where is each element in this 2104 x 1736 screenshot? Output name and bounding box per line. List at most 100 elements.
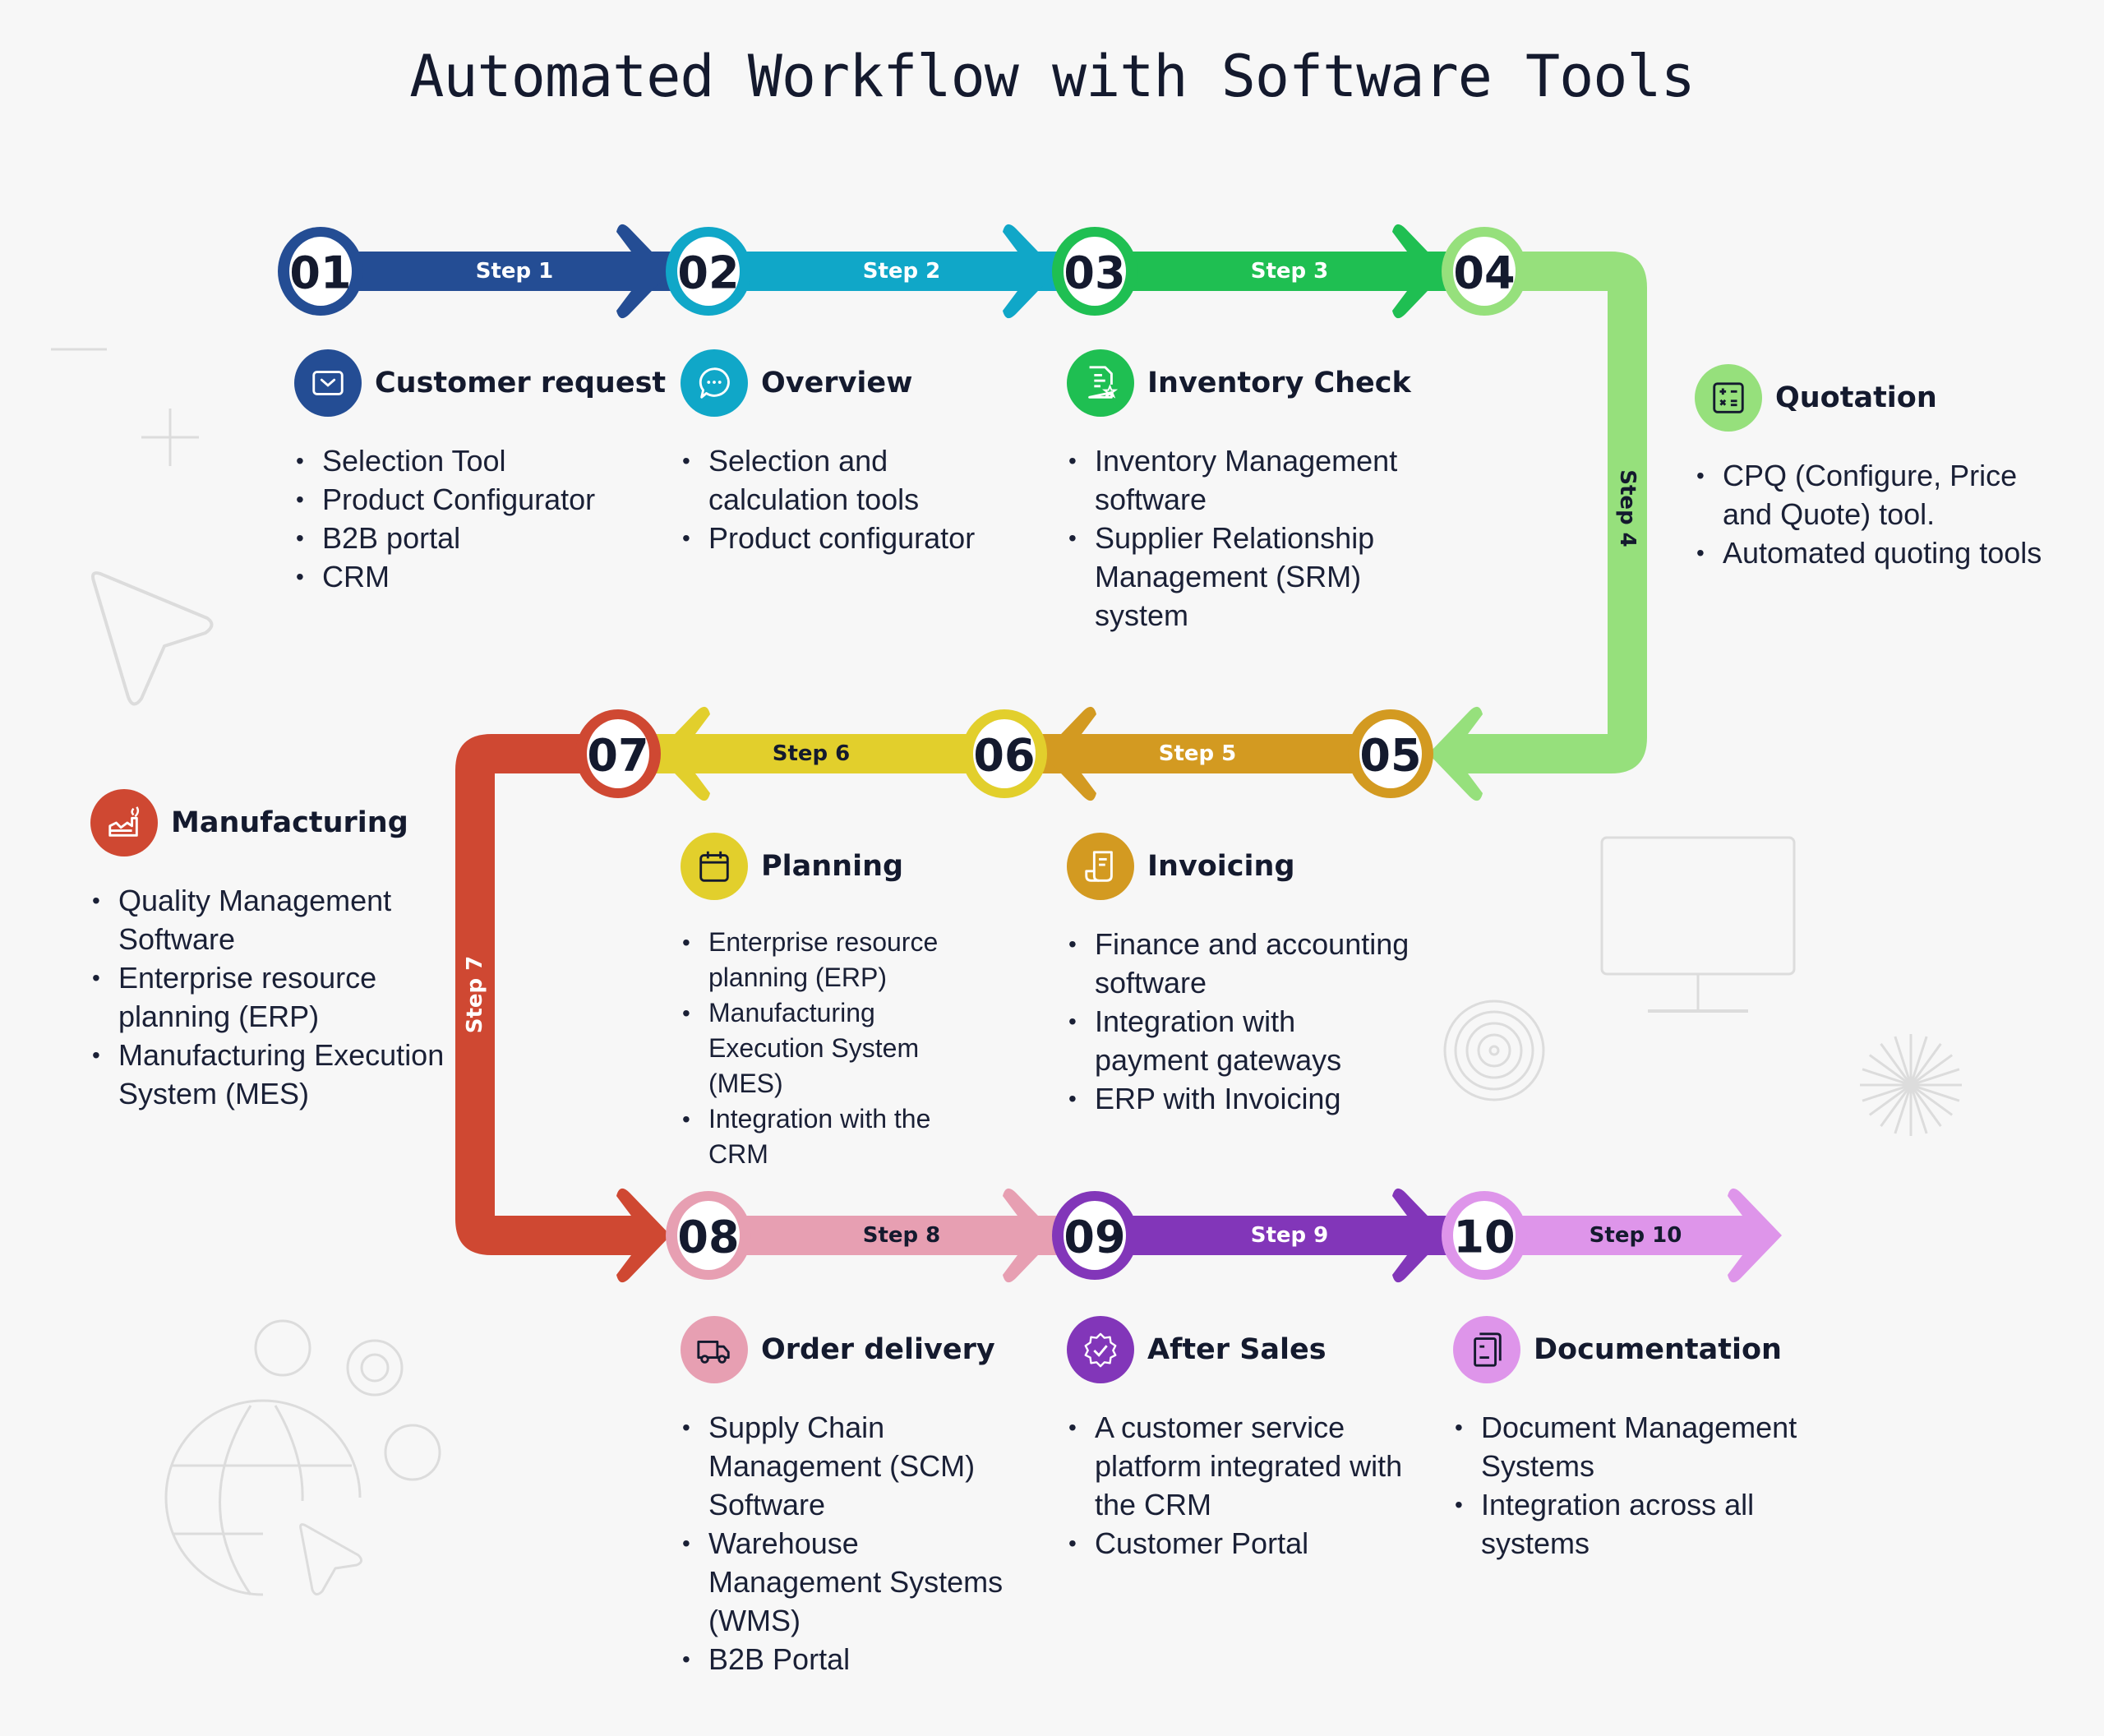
tool-list-item: Product configurator	[682, 519, 1026, 557]
step-number: 03	[1064, 247, 1125, 299]
card-header: Overview	[681, 349, 1026, 417]
step-03-node: 03	[1052, 227, 1137, 316]
card-title: Inventory Check	[1147, 367, 1411, 399]
card-tool-list: Quality Management SoftwareEnterprise re…	[90, 881, 452, 1113]
monitor-decoration-icon	[1600, 836, 1796, 1013]
card-title: Documentation	[1534, 1333, 1782, 1366]
card-header: Inventory Check	[1067, 349, 1428, 417]
step-10-arrowhead	[1728, 1188, 1782, 1283]
chat-bubble-icon	[681, 349, 748, 417]
card-header: Planning	[681, 833, 993, 900]
card-invoicing: InvoicingFinance and accounting software…	[1067, 833, 1412, 1118]
step-4-label: Step 4	[1615, 469, 1640, 547]
card-documentation: DocumentationDocument Management Systems…	[1453, 1316, 1798, 1563]
step-09-node: 09	[1052, 1191, 1137, 1280]
step-2-label: Step 2	[863, 259, 941, 284]
step-9-arrowhead	[1392, 1188, 1446, 1283]
card-tool-list: Selection and calculation toolsProduct c…	[681, 441, 1026, 557]
calendar-icon	[681, 833, 748, 900]
step-number: 08	[677, 1212, 739, 1263]
step-06-node: 06	[962, 709, 1047, 798]
step-6-label: Step 6	[773, 741, 851, 766]
step-7-band	[455, 734, 651, 1255]
step-5-arrowhead	[1042, 706, 1096, 801]
step-6-band	[655, 734, 1004, 773]
step-number: 07	[587, 730, 648, 782]
target-decoration-icon	[1443, 1000, 1545, 1101]
step-3-label: Step 3	[1251, 259, 1329, 284]
step-number: 04	[1453, 247, 1515, 299]
card-title: Overview	[761, 367, 913, 399]
step-3-arrowhead	[1392, 224, 1446, 319]
card-header: Manufacturing	[90, 789, 452, 856]
step-9-band	[1095, 1216, 1447, 1255]
step-08-node: 08	[666, 1191, 751, 1280]
tool-list-item: Supplier Relationship Management (SRM) s…	[1068, 519, 1428, 635]
step-01-node: 01	[278, 227, 363, 316]
step-2-band	[708, 252, 1058, 291]
tool-list-item: Inventory Management software	[1068, 441, 1428, 519]
step-8-label: Step 8	[863, 1223, 941, 1248]
step-6-arrowhead	[656, 706, 710, 801]
step-4-band	[1448, 252, 1647, 773]
tool-list-item: CRM	[296, 557, 656, 596]
card-header: After Sales	[1067, 1316, 1412, 1383]
card-planning: PlanningEnterprise resource planning (ER…	[681, 833, 993, 1172]
step-8-band	[708, 1216, 1058, 1255]
step-5-label: Step 5	[1159, 741, 1237, 766]
card-order-delivery: Order deliverySupply Chain Management (S…	[681, 1316, 1026, 1678]
card-header: Order delivery	[681, 1316, 1026, 1383]
tool-list-item: B2B Portal	[682, 1640, 1026, 1678]
step-1-label: Step 1	[476, 259, 554, 284]
dash-decoration-icon	[51, 348, 107, 351]
step-number: 06	[973, 730, 1035, 782]
card-title: After Sales	[1147, 1333, 1327, 1366]
step-05-node: 05	[1348, 709, 1433, 798]
card-title: Order delivery	[761, 1333, 995, 1366]
tool-list-item: ERP with Invoicing	[1068, 1079, 1412, 1118]
card-tool-list: Supply Chain Management (SCM) SoftwareWa…	[681, 1408, 1026, 1678]
card-tool-list: Enterprise resource planning (ERP)Manufa…	[681, 925, 993, 1172]
step-8-arrowhead	[1003, 1188, 1057, 1283]
step-4-arrowhead	[1428, 706, 1483, 801]
card-title: Planning	[761, 850, 904, 883]
step-number: 09	[1064, 1212, 1125, 1263]
badge-check-icon	[1067, 1316, 1134, 1383]
truck-icon	[681, 1316, 748, 1383]
tool-list-item: Enterprise resource planning (ERP)	[92, 958, 452, 1036]
tool-list-item: Document Management Systems	[1455, 1408, 1798, 1485]
receipt-icon	[1067, 833, 1134, 900]
tool-list-item: Product Configurator	[296, 480, 656, 519]
card-tool-list: A customer service platform integrated w…	[1067, 1408, 1412, 1563]
step-7-label: Step 7	[463, 956, 487, 1034]
page-title: Automated Workflow with Software Tools	[409, 43, 1695, 110]
card-tool-list: Inventory Management softwareSupplier Re…	[1067, 441, 1428, 635]
tool-list-item: Selection Tool	[296, 441, 656, 480]
tool-list-item: Manufacturing Execution System (MES)	[92, 1036, 452, 1113]
card-tool-list: Document Management SystemsIntegration a…	[1453, 1408, 1798, 1563]
step-number: 01	[289, 247, 351, 299]
step-number: 10	[1453, 1212, 1515, 1263]
card-header: Documentation	[1453, 1316, 1798, 1383]
factory-icon	[90, 789, 158, 856]
calculator-icon	[1695, 364, 1762, 432]
step-04-node: 04	[1442, 227, 1527, 316]
step-07-node: 07	[575, 709, 661, 798]
card-after-sales: After Sales A customer service platform i…	[1067, 1316, 1412, 1563]
step-10-band	[1484, 1216, 1742, 1255]
step-10-node: 10	[1442, 1191, 1527, 1280]
tool-list-item: Automated quoting tools	[1696, 533, 2056, 572]
card-inventory-check: Inventory CheckInventory Management soft…	[1067, 349, 1428, 635]
card-header: Customer request	[294, 349, 666, 417]
globe-cursor-decoration-icon	[164, 1319, 441, 1596]
card-manufacturing: ManufacturingQuality Management Software…	[90, 789, 452, 1113]
starburst-decoration-icon	[1860, 1034, 1962, 1136]
tool-list-item: Manufacturing Execution System (MES)	[682, 995, 993, 1101]
tool-list-item: A customer service platform integrated w…	[1068, 1408, 1412, 1524]
tool-list-item: Supply Chain Management (SCM) Software	[682, 1408, 1026, 1524]
tool-list-item: Enterprise resource planning (ERP)	[682, 925, 993, 995]
step-number: 05	[1359, 730, 1421, 782]
tool-list-item: CPQ (Configure, Price and Quote) tool.	[1696, 456, 2056, 533]
card-quotation: QuotationCPQ (Configure, Price and Quote…	[1695, 364, 2056, 572]
